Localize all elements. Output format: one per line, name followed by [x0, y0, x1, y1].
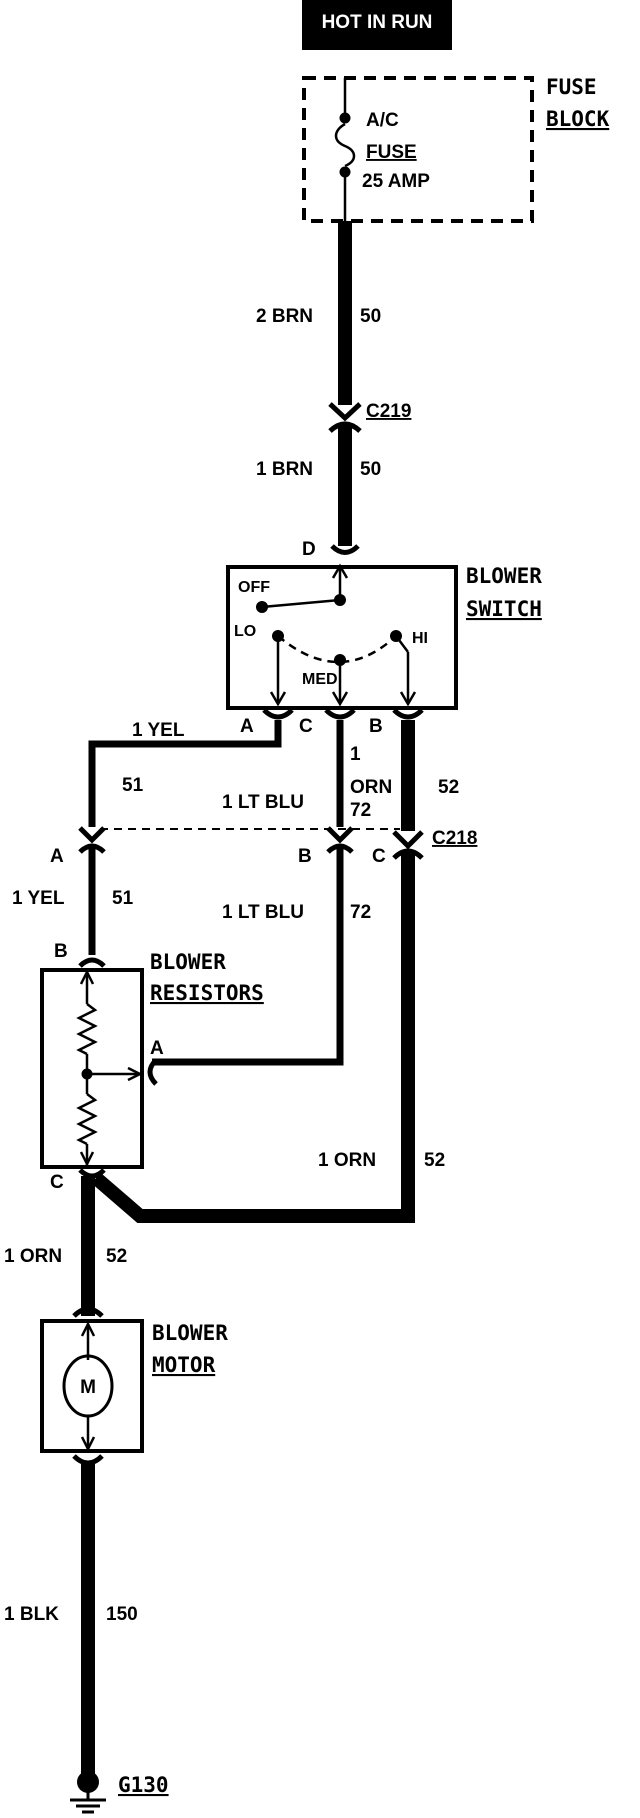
- wire-orn-top-circuit: 52: [438, 777, 459, 798]
- wire-ltblu-bottom-circuit: 72: [350, 902, 371, 923]
- switch-wiper: [261, 598, 341, 609]
- blower-resistors-title-1: BLOWER: [150, 950, 226, 974]
- blower-switch-title-1: BLOWER: [466, 564, 542, 588]
- wire-orn-right-label: 1 ORN: [318, 1150, 376, 1171]
- wire-orn-motor-label: 1 ORN: [4, 1246, 62, 1267]
- ground-g130: G130: [70, 1771, 169, 1814]
- wire-1brn-label: 1 BRN: [256, 459, 313, 480]
- resistor-icon-upper: [76, 1003, 98, 1056]
- fuse-label-ac: A/C: [366, 110, 399, 131]
- blower-motor: M BLOWER MOTOR: [40, 1306, 228, 1466]
- c218-pin-a: A: [50, 846, 64, 867]
- switch-pin-a: A: [240, 716, 254, 737]
- fuse-icon: [334, 122, 356, 168]
- blower-motor-title-2: MOTOR: [152, 1353, 216, 1377]
- wire-yel-top-label: 1 YEL: [132, 720, 185, 741]
- c218-pin-b: B: [298, 846, 312, 867]
- switch-pin-c: C: [299, 716, 313, 737]
- fuse-rating: 25 AMP: [362, 171, 430, 192]
- blower-switch: OFF LO MED HI BLOWER SWITCH: [226, 563, 542, 710]
- hot-in-run-label: HOT IN RUN: [322, 12, 433, 33]
- fuse-block: A/C FUSE 25 AMP FUSE BLOCK: [302, 75, 610, 223]
- hot-in-run-header: HOT IN RUN: [302, 0, 452, 50]
- switch-pos-med: MED: [302, 671, 338, 688]
- wire-ltblu-bottom: [152, 848, 344, 1066]
- connector-c219: C219: [328, 401, 411, 433]
- wire-2brn-circuit: 50: [360, 306, 381, 327]
- wire-yel-top-circuit: 51: [122, 775, 144, 796]
- switch-pin-b: B: [369, 716, 383, 737]
- fuse-block-title-1: FUSE: [546, 75, 597, 99]
- g130-label: G130: [118, 1773, 169, 1797]
- fuse-block-title-2: BLOCK: [546, 107, 610, 131]
- wire-orn-motor-circuit: 52: [106, 1246, 127, 1267]
- wire-orn-top-color: ORN: [350, 777, 392, 798]
- wire-orn-right: [91, 852, 415, 1223]
- wire-blk-label: 1 BLK: [4, 1604, 59, 1625]
- wire-ltblu-top-label: 1 LT BLU: [222, 792, 304, 813]
- wire-ltblu-bottom-label: 1 LT BLU: [222, 902, 304, 923]
- resistor-pin-b: B: [54, 941, 68, 962]
- switch-pos-lo: LO: [234, 623, 256, 640]
- wire-orn-top-gauge: 1: [350, 744, 361, 765]
- switch-pos-hi: HI: [412, 630, 428, 647]
- resistor-icon-lower: [76, 1093, 98, 1146]
- c219-label: C219: [366, 401, 411, 422]
- blower-resistors: B A C BLOWER RESISTORS: [40, 941, 264, 1193]
- blower-switch-title-2: SWITCH: [466, 597, 542, 621]
- blower-resistors-title-2: RESISTORS: [150, 981, 264, 1005]
- switch-pin-d: D: [302, 539, 316, 560]
- wire-2brn-label: 2 BRN: [256, 306, 313, 327]
- switch-pos-off: OFF: [238, 579, 270, 596]
- resistor-pin-c: C: [50, 1172, 64, 1193]
- blower-motor-title-1: BLOWER: [152, 1321, 228, 1345]
- wire-orn-top-72: 72: [350, 800, 371, 821]
- c218-label: C218: [432, 828, 477, 849]
- wire-orn-right-circuit: 52: [424, 1150, 445, 1171]
- resistor-pin-a: A: [150, 1038, 164, 1059]
- connector-c218: A B C C218: [50, 826, 477, 867]
- wire-yel-bottom-circuit: 51: [112, 888, 134, 909]
- wire-yel-top: [88, 720, 282, 827]
- wire-blk-circuit: 150: [106, 1604, 138, 1625]
- fuse-label-fuse: FUSE: [366, 142, 417, 163]
- motor-symbol: M: [80, 1377, 96, 1398]
- c218-pin-c: C: [372, 846, 386, 867]
- wire-yel-bottom-label: 1 YEL: [12, 888, 65, 909]
- wire-1brn-circuit: 50: [360, 459, 381, 480]
